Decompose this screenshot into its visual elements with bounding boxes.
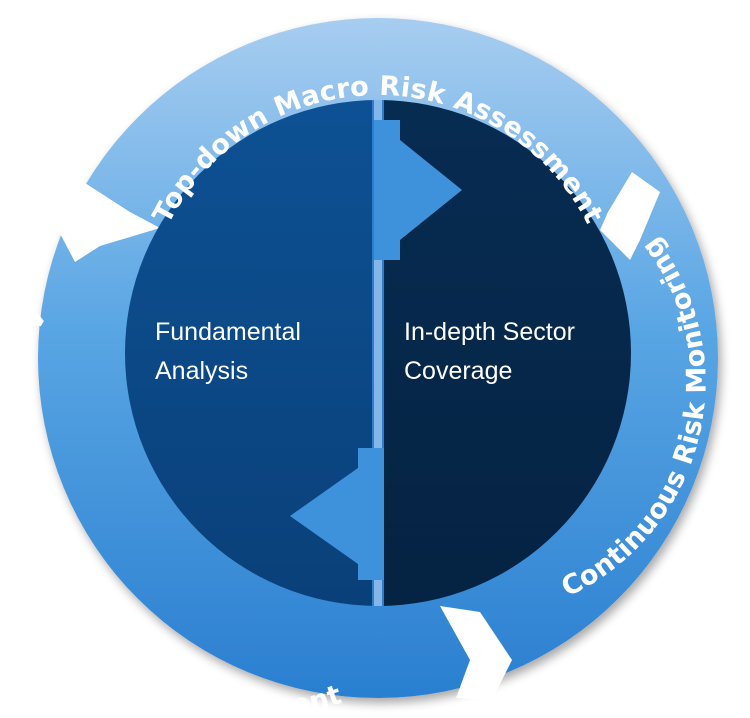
chevron-separator-right bbox=[600, 172, 660, 260]
chevron-separator-bottom bbox=[440, 606, 512, 700]
arrow-left-icon bbox=[290, 448, 384, 580]
inner-left-half bbox=[125, 100, 378, 606]
center-divider-highlight bbox=[374, 100, 382, 606]
chevron-separator-left bbox=[45, 172, 160, 262]
inner-right-half bbox=[378, 100, 631, 606]
inner-left-label-line2: Analysis bbox=[155, 357, 248, 385]
arrow-right-icon bbox=[374, 120, 462, 260]
inner-right-label-line1: In-depth Sector bbox=[404, 318, 575, 346]
inner-left-label-line1: Fundamental bbox=[155, 318, 301, 346]
inner-right-label-line2: Coverage bbox=[404, 357, 512, 385]
